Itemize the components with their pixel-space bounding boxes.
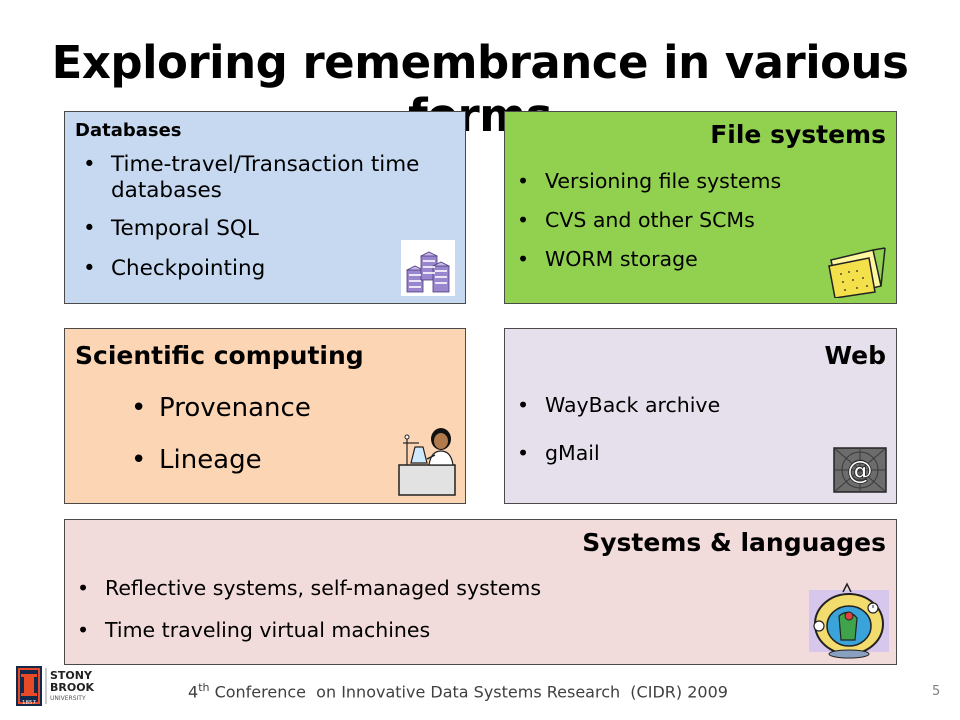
list-item: Time traveling virtual machines <box>77 617 541 643</box>
svg-text:@: @ <box>847 456 873 486</box>
list-item: Temporal SQL <box>83 216 451 242</box>
list-item: Reflective systems, self-managed systems <box>77 575 541 601</box>
footer-ordinal: 4 <box>188 682 199 702</box>
list-item: gMail <box>517 440 720 466</box>
svg-text:UNIVERSITY: UNIVERSITY <box>50 695 86 702</box>
web-list: WayBack archive gMail <box>517 392 720 488</box>
web-box: Web WayBack archive gMail @ <box>504 328 897 504</box>
databases-box: Databases Time-travel/Transaction time d… <box>64 111 466 304</box>
page-number: 5 <box>932 684 941 699</box>
list-item: CVS and other SCMs <box>517 207 781 233</box>
list-item: WayBack archive <box>517 392 720 418</box>
footer-ordinal-suffix: th <box>198 681 210 694</box>
file-systems-list: Versioning file systems CVS and other SC… <box>517 168 781 285</box>
scientific-heading: Scientific computing <box>75 341 364 370</box>
list-item: WORM storage <box>517 246 781 272</box>
list-item: Lineage <box>131 445 311 475</box>
svg-text:1857: 1857 <box>22 700 36 706</box>
databases-heading: Databases <box>75 120 182 141</box>
list-item: Provenance <box>131 393 311 423</box>
systems-heading: Systems & languages <box>582 528 886 557</box>
folder-icon <box>828 247 886 298</box>
scientific-list: Provenance Lineage <box>131 393 311 497</box>
systems-languages-box: Systems & languages Reflective systems, … <box>64 519 897 665</box>
time-machine-icon <box>809 582 889 659</box>
svg-text:STONY: STONY <box>50 669 93 682</box>
svg-text:BROOK: BROOK <box>50 681 95 694</box>
scientific-computing-box: Scientific computing Provenance Lineage <box>64 328 466 504</box>
file-systems-box: File systems Versioning file systems CVS… <box>504 111 897 304</box>
database-servers-icon <box>401 240 455 296</box>
scientist-icon <box>398 428 456 496</box>
databases-list: Time-travel/Transaction time databases T… <box>83 152 451 296</box>
stony-brook-logo: 1857 STONY BROOK UNIVERSITY <box>16 666 95 706</box>
web-heading: Web <box>824 341 886 370</box>
file-systems-heading: File systems <box>710 120 886 149</box>
list-item: Checkpointing <box>83 256 451 282</box>
footer-conference: Conference on Innovative Data Systems Re… <box>209 682 728 702</box>
footer-text: 4th Conference on Innovative Data System… <box>188 681 728 701</box>
list-item: Time-travel/Transaction time databases <box>83 152 451 204</box>
systems-list: Reflective systems, self-managed systems… <box>77 575 541 659</box>
list-item: Versioning file systems <box>517 168 781 194</box>
at-sign-icon: @ <box>833 447 887 493</box>
